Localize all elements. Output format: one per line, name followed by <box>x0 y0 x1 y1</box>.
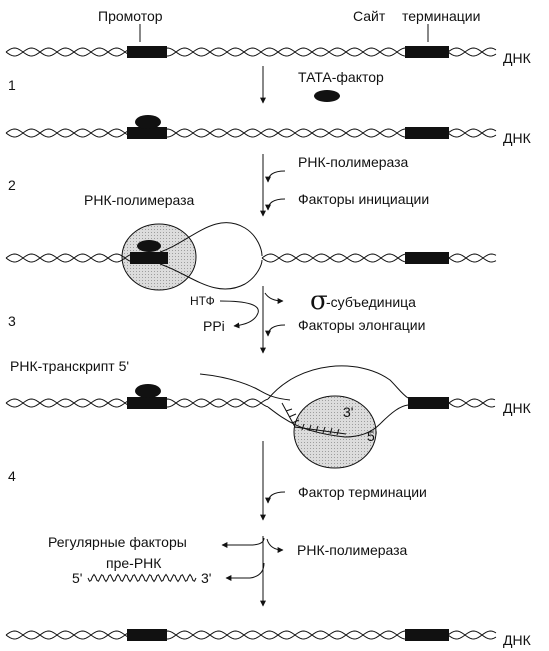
termination-box-4 <box>408 397 449 409</box>
pre-rna-wave <box>87 573 197 583</box>
dna-label-4: ДНК <box>503 632 532 648</box>
rna-dna-hybrid-ticks <box>285 408 340 436</box>
termination-site-label-1: Сайт <box>353 8 386 24</box>
initiation-join-arrow <box>265 198 286 211</box>
promoter-box-4 <box>127 397 167 409</box>
regulatory-factors-label: Регулярные факторы <box>48 534 187 550</box>
dna-strand-2 <box>5 115 497 139</box>
rna-transcript-label: РНК-транскрипт 5' <box>10 358 129 374</box>
tata-bound-4 <box>135 384 161 398</box>
promoter-box-2 <box>127 127 167 139</box>
step-number-2: 2 <box>8 177 16 193</box>
dna-strand-5 <box>5 629 497 641</box>
termination-factor-label: Фактор терминации <box>298 484 427 500</box>
three-prime-label-2: 3' <box>201 570 211 586</box>
termination-box-5 <box>405 629 449 641</box>
initiation-factors-label: Факторы инициации <box>298 191 429 207</box>
rna-pol-join-arrow <box>265 170 286 183</box>
three-prime-label-1: 3' <box>343 404 353 420</box>
termination-site-label-2: терминации <box>402 8 480 24</box>
promoter-label: Промотор <box>98 8 163 24</box>
five-prime-label-2: 5' <box>72 570 82 586</box>
step-number-3: 3 <box>8 313 16 329</box>
dna-label-2: ДНК <box>503 130 532 146</box>
termination-join-arrow <box>265 491 286 504</box>
pre-rna-label: пре-РНК <box>106 555 162 571</box>
tata-bound-2 <box>135 115 161 129</box>
termination-box-2 <box>405 127 449 139</box>
tata-factor-shape <box>314 90 340 102</box>
step-number-4: 4 <box>8 468 16 484</box>
promoter-box <box>127 46 167 58</box>
sigma-subunit-label: -субъединица <box>326 294 416 310</box>
promoter-box-5 <box>127 629 167 641</box>
ntp-label: НТФ <box>190 294 215 308</box>
tata-factor-label: ТАТА-фактор <box>298 69 384 85</box>
elongation-factors-label: Факторы элонгации <box>298 317 425 333</box>
polymerase-release-arrow <box>266 538 284 553</box>
termination-box <box>405 46 449 58</box>
ntp-to-ppi-arrow <box>219 300 259 329</box>
step-number-1: 1 <box>8 77 16 93</box>
sigma-release-arrow <box>264 292 284 304</box>
regulatory-release-arrow <box>221 537 265 548</box>
rna-polymerase-label-2: РНК-полимераза <box>84 192 195 208</box>
dna-label-3: ДНК <box>503 400 532 416</box>
tata-bound-3 <box>137 240 161 252</box>
promoter-box-3 <box>130 252 168 264</box>
dna-label-1: ДНК <box>503 50 532 66</box>
termination-box-3 <box>405 252 449 264</box>
sigma-symbol: σ <box>310 286 328 316</box>
dna-strand-1 <box>5 46 497 58</box>
dna-strand-3 <box>5 222 497 291</box>
five-prime-label-1: 5' <box>367 428 377 444</box>
rna-polymerase-label-3: РНК-полимераза <box>297 542 408 558</box>
ppi-label: PPi <box>203 318 225 334</box>
dna-strand-4 <box>5 365 496 469</box>
elongation-join-arrow <box>265 324 286 337</box>
pre-rna-release-arrow <box>225 562 265 581</box>
rna-polymerase-label-1: РНК-полимераза <box>298 154 409 170</box>
